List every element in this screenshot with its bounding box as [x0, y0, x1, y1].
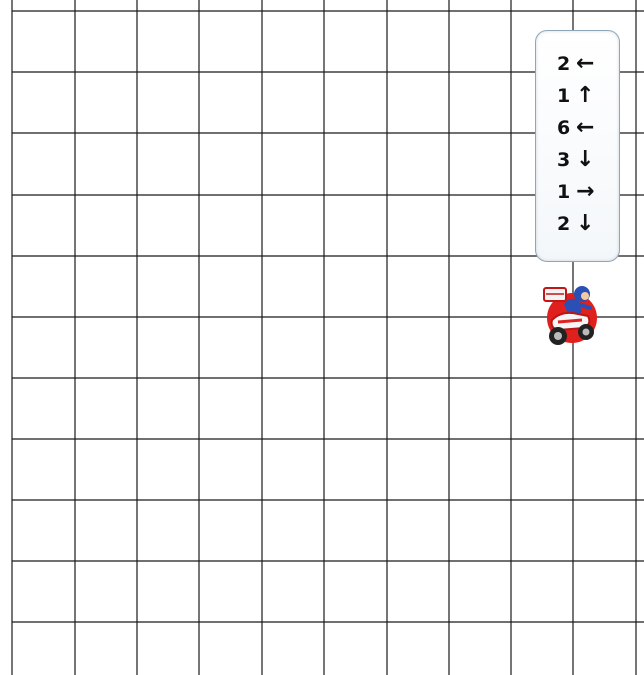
- instruction-step: 2 ←: [536, 48, 619, 80]
- step-count: 2: [557, 53, 569, 75]
- instruction-step: 6 ←: [536, 112, 619, 144]
- arrow-left-icon: ←: [576, 117, 598, 139]
- arrow-up-icon: ↑: [576, 85, 598, 107]
- instruction-step: 3 ↓: [536, 144, 619, 176]
- direction-instructions-card: 2 ← 1 ↑ 6 ← 3 ↓ 1 → 2 ↓: [535, 30, 620, 262]
- step-count: 1: [557, 85, 569, 107]
- delivery-motorbike-rider-icon[interactable]: [538, 274, 602, 352]
- arrow-right-icon: →: [576, 181, 598, 203]
- step-count: 1: [557, 181, 569, 203]
- instruction-step: 1 ↑: [536, 80, 619, 112]
- arrow-down-icon: ↓: [576, 149, 598, 171]
- arrow-down-icon: ↓: [576, 213, 598, 235]
- step-count: 2: [557, 213, 569, 235]
- instruction-step: 1 →: [536, 176, 619, 208]
- step-count: 6: [557, 117, 569, 139]
- instruction-step: 2 ↓: [536, 208, 619, 240]
- step-count: 3: [557, 149, 569, 171]
- arrow-left-icon: ←: [576, 53, 598, 75]
